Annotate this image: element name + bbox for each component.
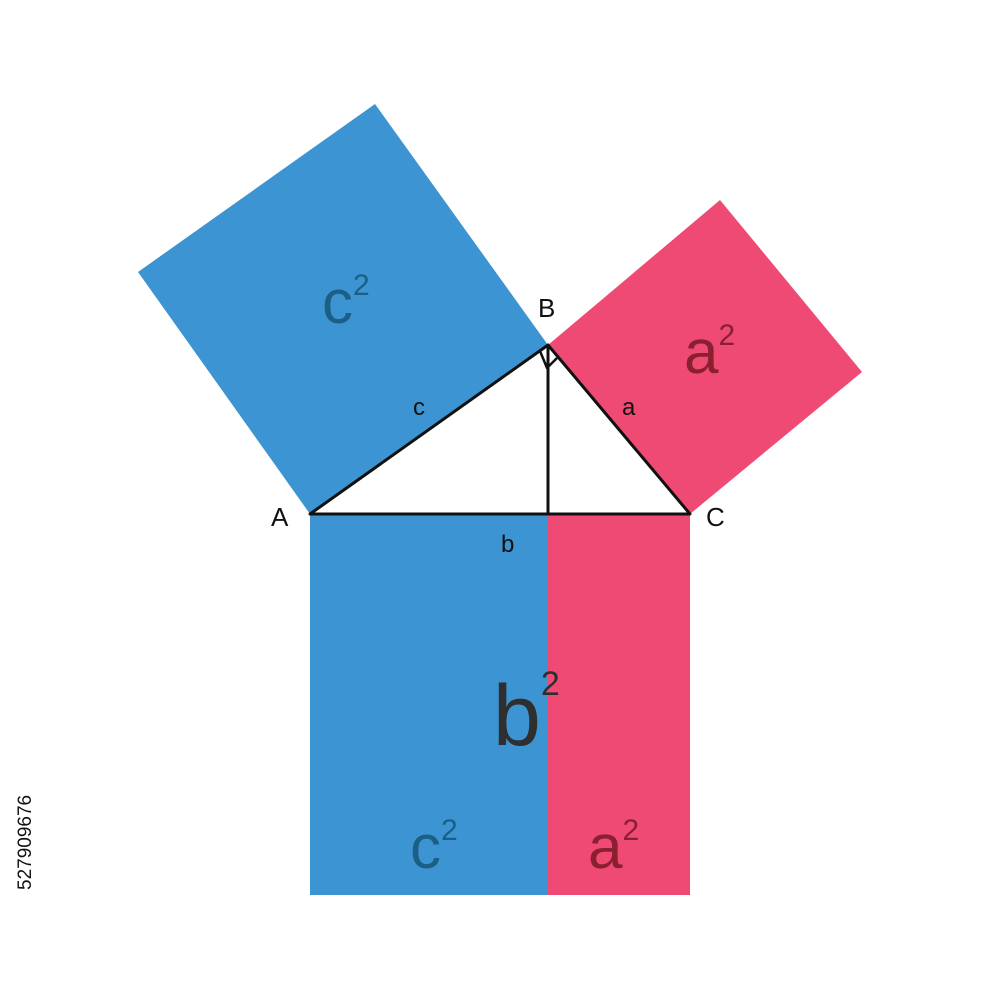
square-on-b-right-part <box>548 514 690 895</box>
area-label-b-squared-base: b <box>493 668 541 764</box>
side-label-c: c <box>413 394 425 421</box>
area-label-c-squared-base: c <box>322 268 353 337</box>
part-label-a-squared-base: a <box>588 813 623 882</box>
right-angle-mark <box>538 350 558 370</box>
altitude-angle-tick <box>539 344 549 352</box>
stock-id-text: 527909676 <box>15 795 36 890</box>
part-label-a-squared: a2 <box>588 813 639 882</box>
vertex-label-c: C <box>706 502 725 532</box>
part-label-c-squared: c2 <box>410 813 458 882</box>
square-on-b-left-part <box>310 514 548 895</box>
part-label-a-squared-exp: 2 <box>622 814 639 847</box>
area-label-c-squared-exp: 2 <box>353 269 370 302</box>
side-label-a: a <box>622 394 636 421</box>
area-label-a-squared-exp: 2 <box>718 319 735 352</box>
right-triangle <box>308 343 692 516</box>
part-label-c-squared-exp: 2 <box>441 814 458 847</box>
area-label-c-squared: c2 <box>322 268 370 337</box>
area-label-a-squared-base: a <box>684 318 719 387</box>
square-on-a <box>548 200 862 514</box>
vertex-label-b: B <box>538 293 555 323</box>
vertex-label-a: A <box>271 502 289 532</box>
area-label-a-squared: a2 <box>684 318 735 387</box>
square-on-c <box>138 104 548 514</box>
part-label-c-squared-base: c <box>410 813 441 882</box>
area-label-b-squared-exp: 2 <box>541 665 560 703</box>
side-label-b: b <box>501 531 514 558</box>
area-label-b-squared: b2 <box>493 665 560 764</box>
